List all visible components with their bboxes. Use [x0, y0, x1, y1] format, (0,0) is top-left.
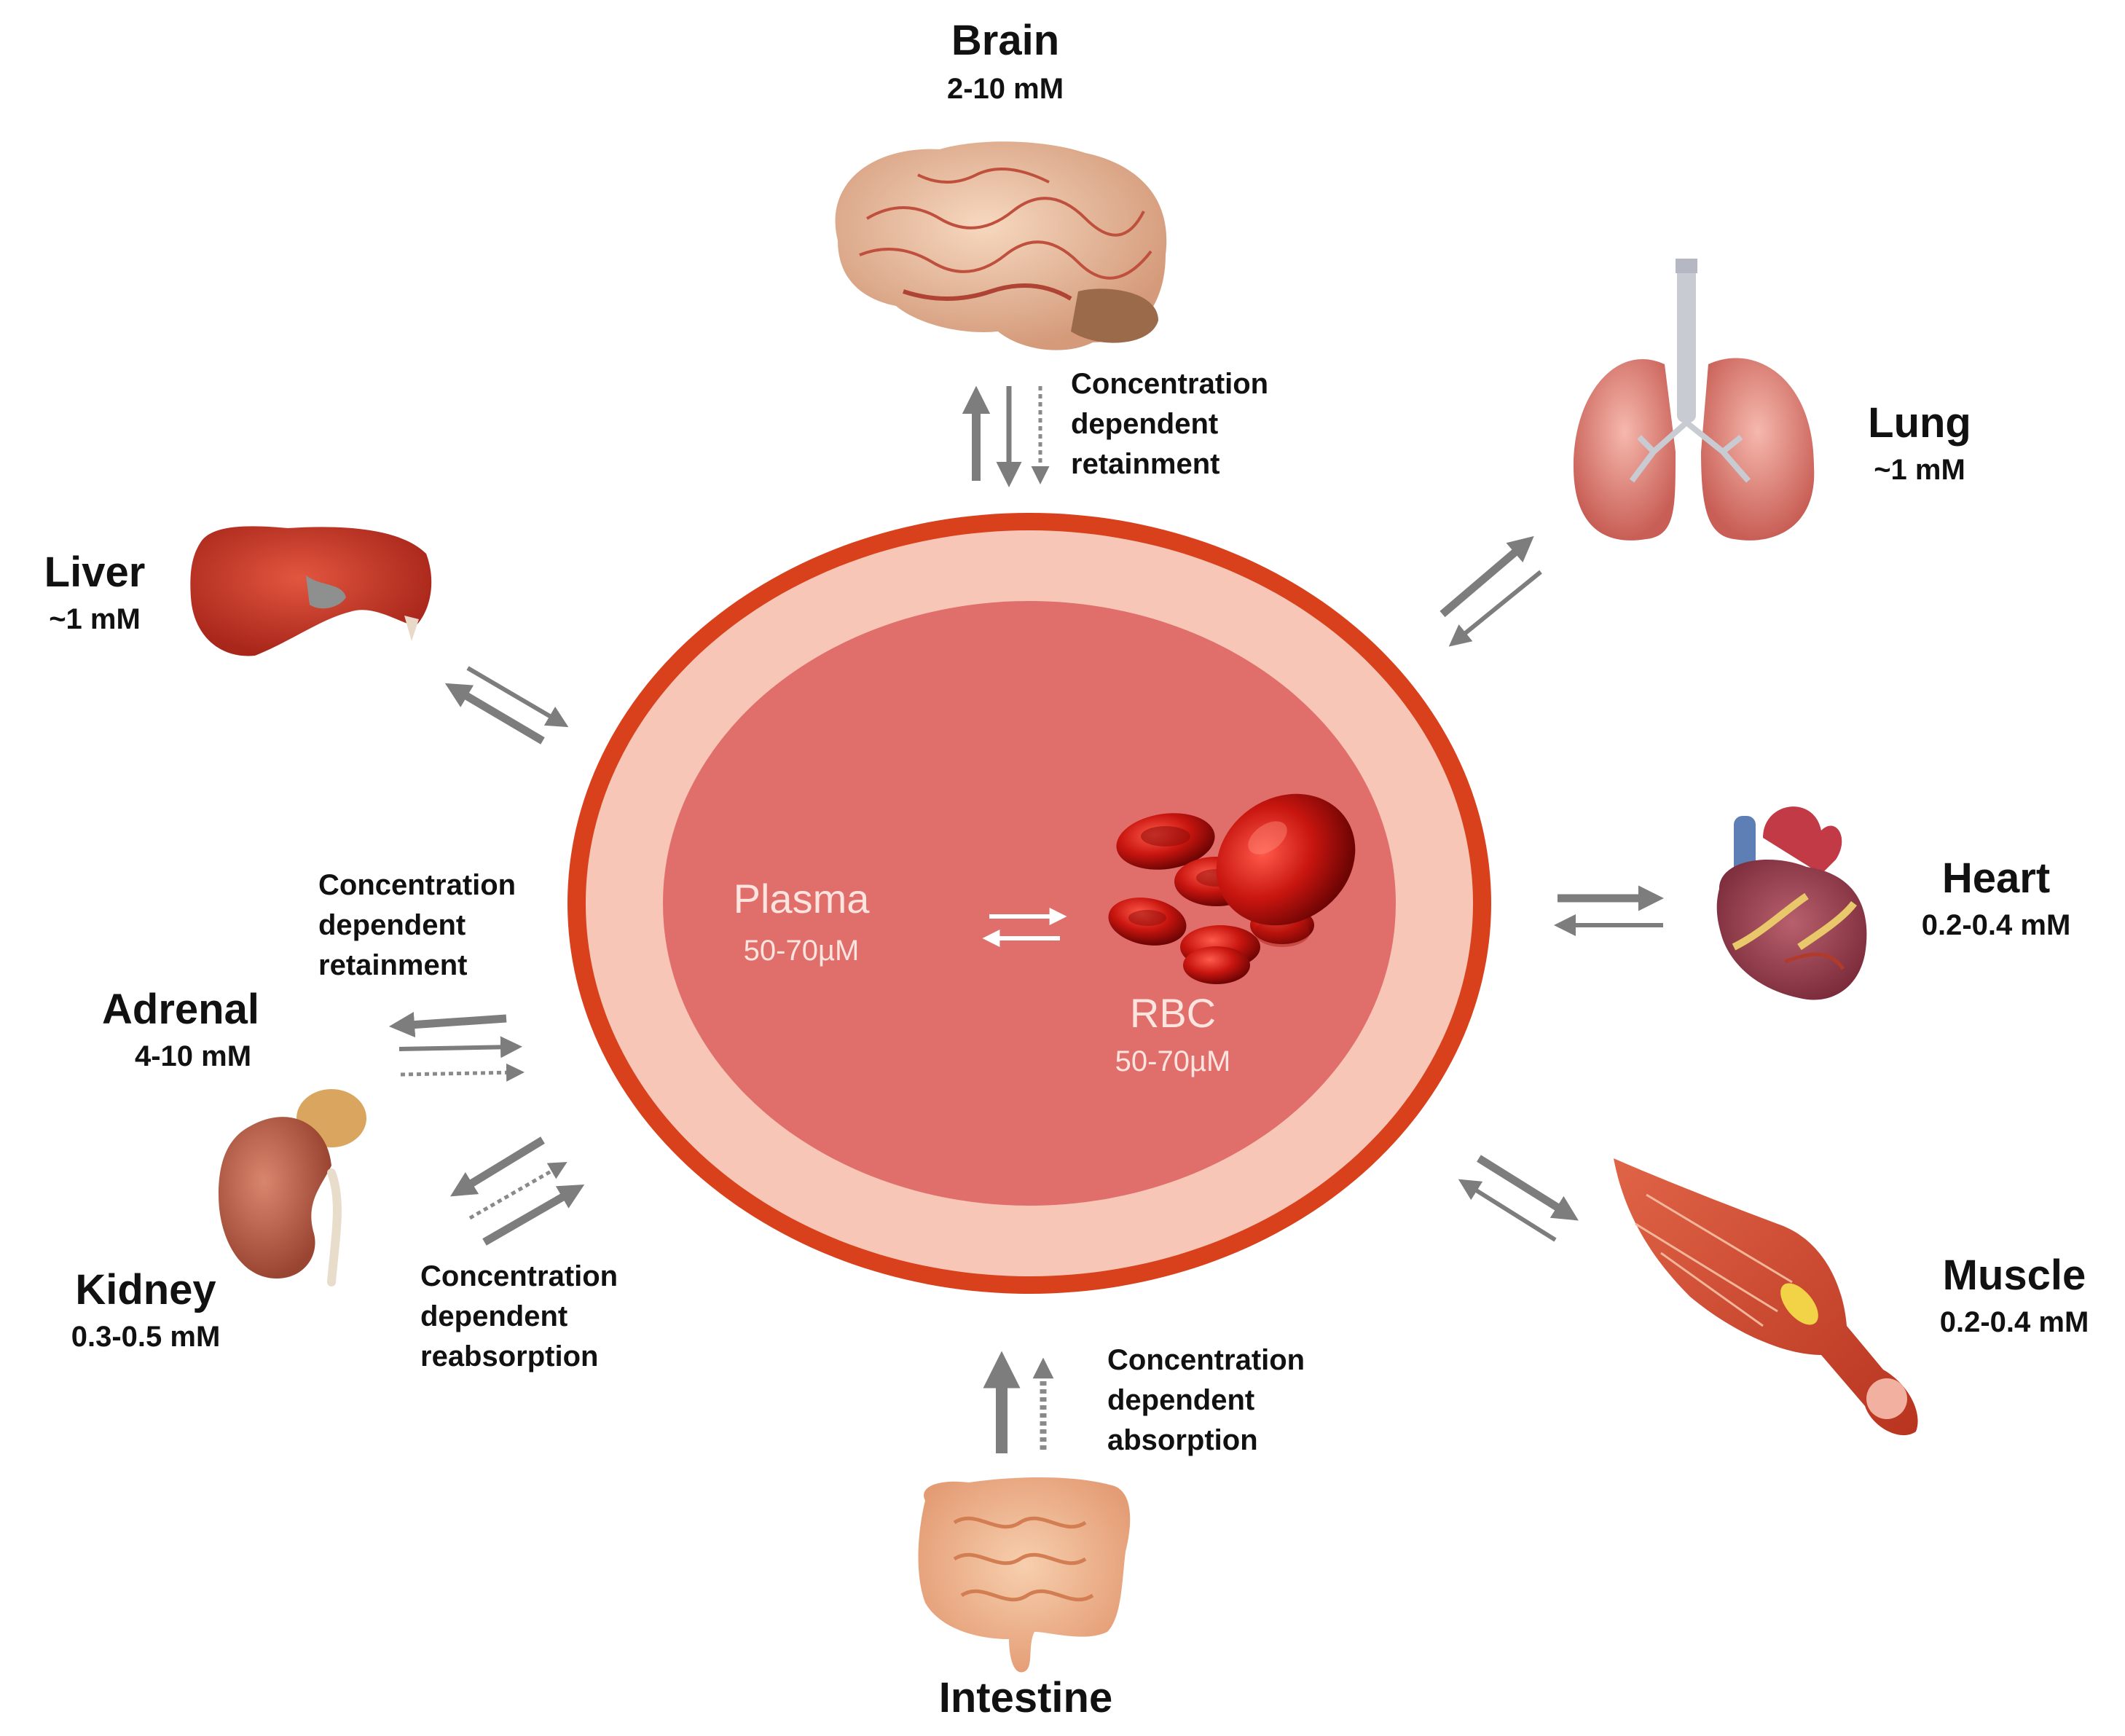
rbc-concentration: 50-70µM: [1115, 1045, 1231, 1077]
brain-note: Concentration dependent retainment: [1071, 368, 1276, 480]
muscle-concentration: 0.2-0.4 mM: [1940, 1306, 2089, 1338]
liver-illustration: [190, 526, 432, 656]
muscle-node: Muscle 0.2-0.4 mM: [1458, 1155, 2089, 1436]
brain-concentration: 2-10 mM: [947, 73, 1064, 105]
plasma-region: [663, 601, 1396, 1206]
kidney-concentration: 0.3-0.5 mM: [71, 1321, 221, 1353]
intestine-exchange-arrows: [983, 1351, 1054, 1453]
muscle-exchange-arrows: [1458, 1155, 1579, 1242]
heart-label: Heart: [1942, 855, 2050, 902]
adrenal-exchange-arrows: [388, 1012, 525, 1082]
liver-label: Liver: [44, 549, 146, 596]
muscle-illustration: [1614, 1158, 1918, 1436]
lung-label: Lung: [1868, 399, 1971, 447]
lung-concentration: ~1 mM: [1874, 454, 1965, 486]
plasma-rbc-exchange-arrows: [982, 908, 1067, 947]
brain-illustration: [835, 141, 1167, 350]
adrenal-label: Adrenal: [102, 986, 259, 1033]
heart-node: Heart 0.2-0.4 mM: [1554, 806, 2071, 1000]
plasma-label: Plasma: [734, 876, 871, 922]
liver-concentration: ~1 mM: [49, 603, 141, 635]
muscle-label: Muscle: [1943, 1252, 2086, 1299]
intestine-label: Intestine: [939, 1674, 1113, 1721]
liver-node: Liver ~1 mM: [44, 526, 569, 745]
kidney-illustration: [219, 1089, 366, 1287]
intestine-node: Concentration dependent absorption Intes…: [918, 1344, 1313, 1721]
heart-concentration: 0.2-0.4 mM: [1922, 909, 2071, 941]
kidney-node: Kidney 0.3-0.5 mM Concentration dependen…: [71, 1089, 626, 1372]
blood-compartment: Plasma 50-70µM RBC 50-70µM: [567, 513, 1491, 1294]
adrenal-node: Concentration dependent retainment Adren…: [102, 869, 525, 1082]
heart-exchange-arrows: [1554, 885, 1665, 936]
liver-exchange-arrows: [444, 666, 569, 745]
lung-node: Lung ~1 mM: [1439, 259, 1971, 647]
intestine-note: Concentration dependent absorption: [1107, 1344, 1313, 1456]
lung-illustration: [1574, 259, 1815, 541]
lung-exchange-arrows: [1439, 535, 1542, 647]
brain-node: Brain 2-10 mM Concentration dependent re…: [835, 17, 1276, 487]
kidney-label: Kidney: [75, 1266, 216, 1313]
brain-exchange-arrows: [962, 385, 1050, 487]
kidney-note: Concentration dependent reabsorption: [420, 1260, 626, 1372]
red-blood-cells-illustration: [1108, 793, 1356, 984]
heart-illustration: [1716, 806, 1867, 1000]
adrenal-concentration: 4-10 mM: [135, 1040, 251, 1072]
intestine-illustration: [918, 1477, 1131, 1673]
adrenal-note: Concentration dependent retainment: [318, 869, 524, 981]
plasma-concentration: 50-70µM: [744, 935, 860, 967]
brain-label: Brain: [951, 17, 1059, 64]
rbc-label: RBC: [1130, 990, 1216, 1036]
kidney-exchange-arrows: [449, 1136, 585, 1246]
